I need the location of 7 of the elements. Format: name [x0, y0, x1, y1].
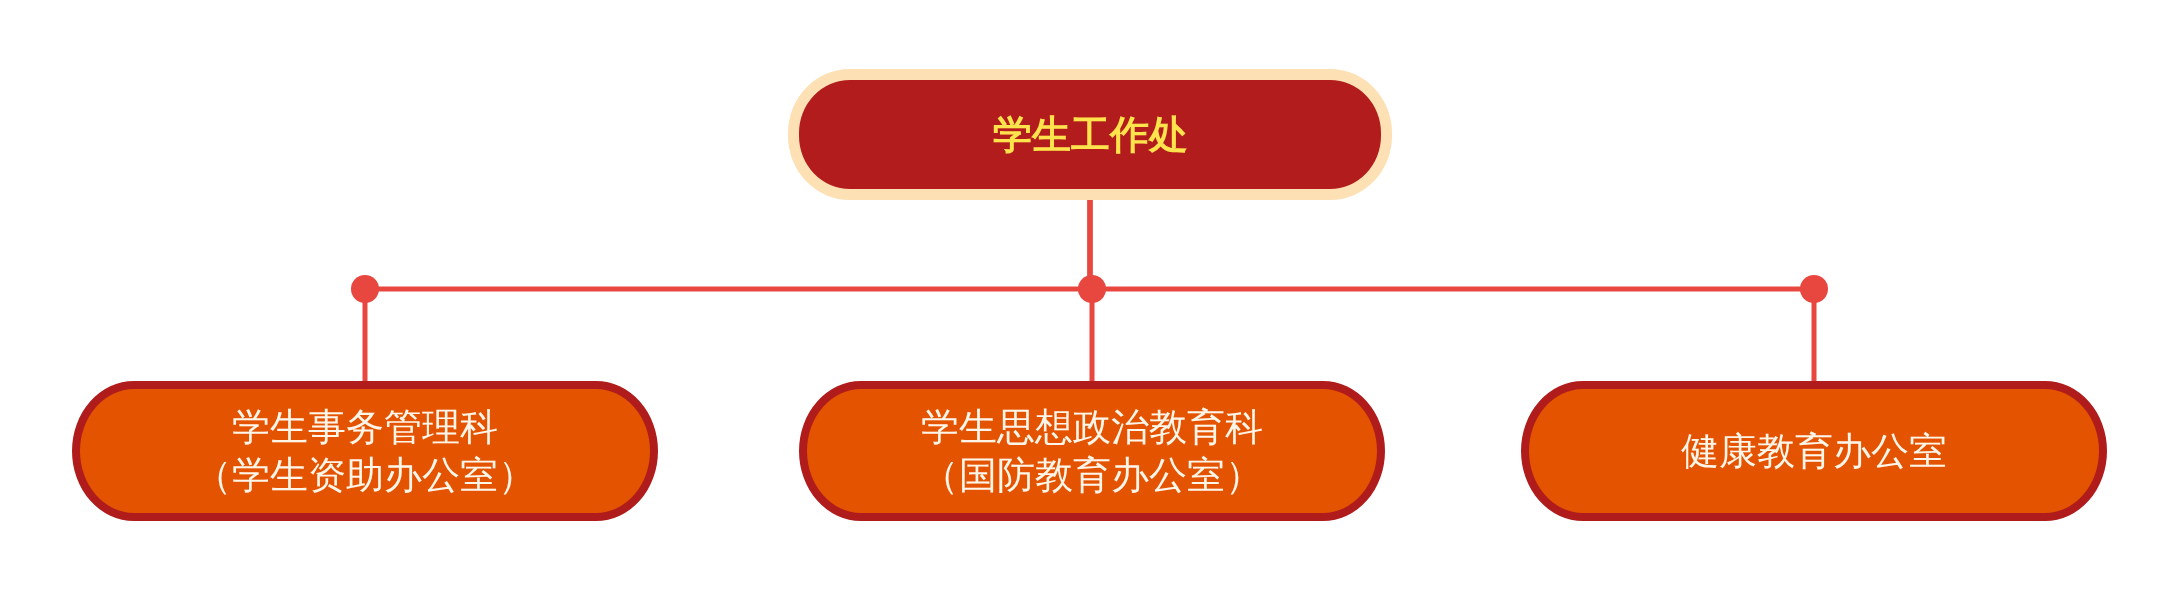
unit-name: 健康教育办公室 — [1681, 428, 1947, 475]
unit-name: 学生思想政治教育科 — [921, 404, 1263, 451]
unit-alias-name: （国防教育办公室） — [921, 452, 1263, 499]
unit-name: 学生工作处 — [992, 110, 1188, 159]
unit-alias-name: （学生资助办公室） — [194, 452, 536, 499]
unit-name: 学生事务管理科 — [232, 404, 498, 451]
connector-line — [1087, 200, 1817, 381]
